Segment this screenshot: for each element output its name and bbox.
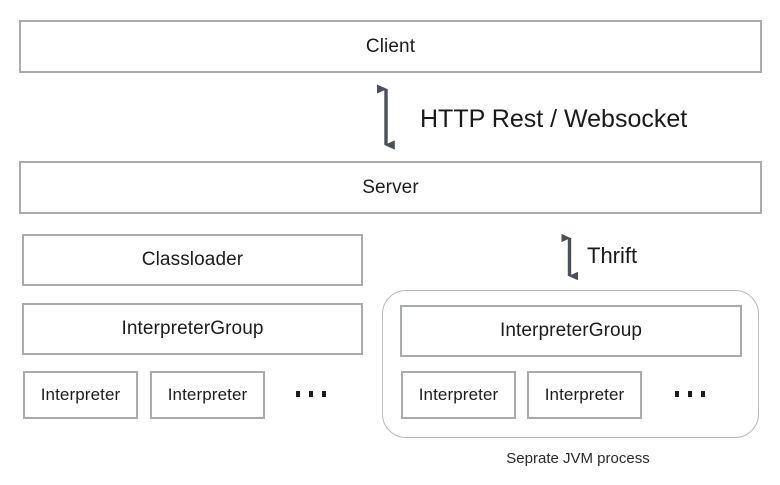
node-interpreter-right-2[interactable]: Interpreter xyxy=(527,371,642,419)
ellipsis-dot xyxy=(296,391,300,397)
node-server[interactable]: Server xyxy=(19,161,762,214)
node-interpreter-right-1-label: Interpreter xyxy=(418,385,499,404)
node-interpreter-right-1[interactable]: Interpreter xyxy=(401,371,516,419)
node-interpreter-left-1-label: Interpreter xyxy=(40,385,121,404)
group-jvm-process xyxy=(382,290,759,438)
ellipsis-right xyxy=(675,389,705,399)
label-thrift: Thrift xyxy=(587,243,638,268)
ellipsis-dot xyxy=(701,391,705,397)
node-interpreter-left-1[interactable]: Interpreter xyxy=(23,371,138,419)
caption-jvm-process-text: Seprate JVM process xyxy=(506,450,650,467)
node-interpreter-left-2[interactable]: Interpreter xyxy=(150,371,265,419)
ellipsis-dot xyxy=(688,391,692,397)
node-classloader[interactable]: Classloader xyxy=(22,234,363,286)
caption-jvm-process: Seprate JVM process xyxy=(0,450,780,467)
node-client-label: Client xyxy=(365,35,416,57)
node-interpreter-right-2-label: Interpreter xyxy=(544,385,625,404)
node-interpreter-group-right[interactable]: InterpreterGroup xyxy=(400,305,742,357)
ellipsis-dot xyxy=(322,391,326,397)
node-interpreter-left-2-label: Interpreter xyxy=(167,385,248,404)
node-interpreter-group-left-label: InterpreterGroup xyxy=(121,318,264,339)
node-server-label: Server xyxy=(362,176,419,198)
label-http-rest-websocket: HTTP Rest / Websocket xyxy=(420,105,688,133)
arrow-client-server xyxy=(376,78,396,156)
node-classloader-label: Classloader xyxy=(141,249,244,270)
arrow-server-jvm-thrift xyxy=(560,228,580,286)
ellipsis-left xyxy=(296,389,326,399)
ellipsis-dot xyxy=(675,391,679,397)
node-interpreter-group-right-label: InterpreterGroup xyxy=(499,320,643,341)
ellipsis-dot xyxy=(309,391,313,397)
node-interpreter-group-left[interactable]: InterpreterGroup xyxy=(22,303,363,355)
node-client[interactable]: Client xyxy=(19,20,762,73)
